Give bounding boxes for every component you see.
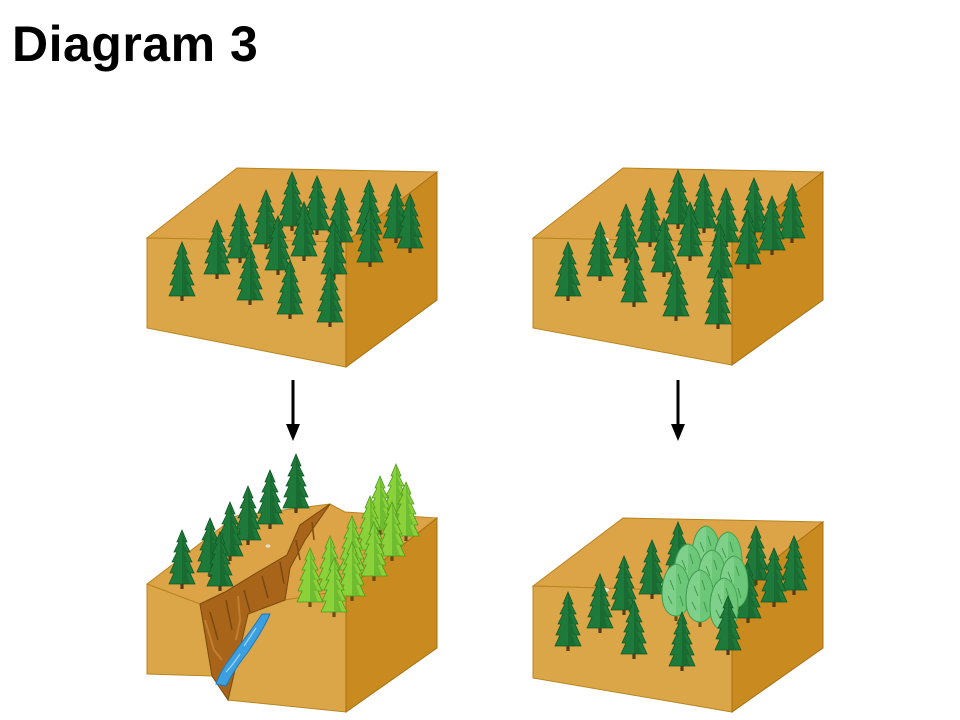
arrow-left [286,380,300,441]
panel-top-left [145,167,439,368]
panel-top-right [531,167,825,366]
panel-bottom-left [145,453,439,713]
canyon-wall [199,503,331,702]
soil-side-face [345,516,438,713]
panel-bottom-right [531,517,825,713]
arrow-right [671,380,685,441]
page-title: Diagram 3 [12,16,259,72]
